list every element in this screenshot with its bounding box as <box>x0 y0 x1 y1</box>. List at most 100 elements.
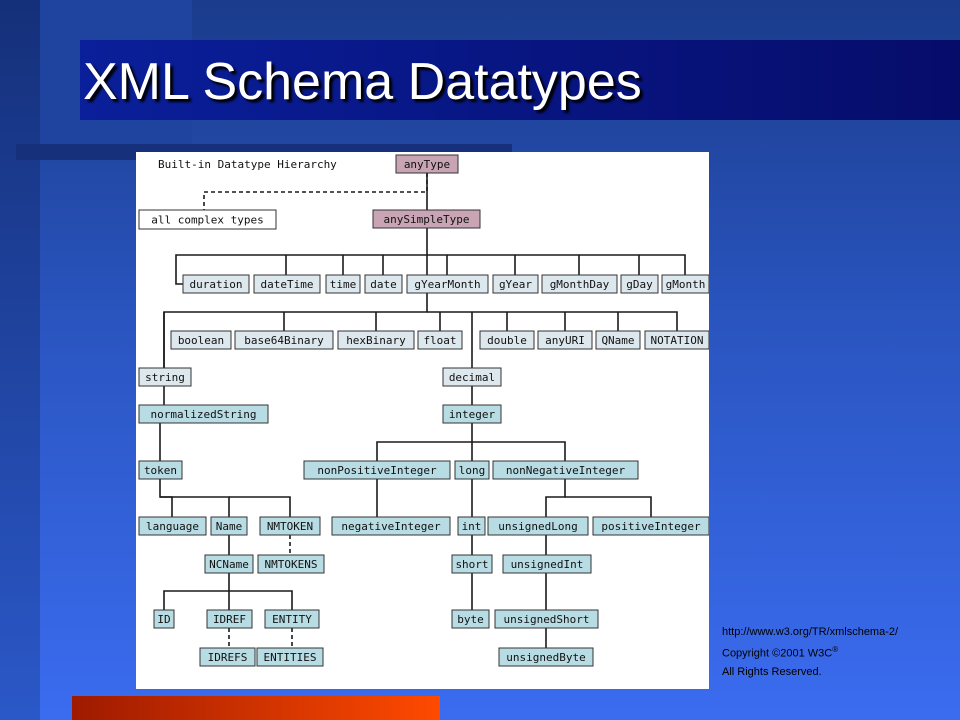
node-double: double <box>479 330 535 350</box>
node-label-anyURI: anyURI <box>545 334 585 347</box>
node-boolean: boolean <box>170 330 232 350</box>
node-label-anySimpleType: anySimpleType <box>383 213 469 226</box>
node-label-NOTATION: NOTATION <box>651 334 704 347</box>
edge-nonNegativeInteger-to-positiveInteger <box>565 496 652 517</box>
edge-token-to-NMTOKEN <box>229 496 291 517</box>
node-box-decimal <box>442 367 502 387</box>
node-label-ENTITY: ENTITY <box>272 613 312 626</box>
node-gYear: gYear <box>492 274 539 294</box>
node-box-integer <box>442 404 502 424</box>
node-token: token <box>138 460 183 480</box>
node-label-token: token <box>144 464 177 477</box>
node-label-NCName: NCName <box>209 558 249 571</box>
node-unsignedInt: unsignedInt <box>502 554 592 574</box>
node-unsignedLong: unsignedLong <box>487 516 589 536</box>
node-byte: byte <box>451 609 490 629</box>
node-box-anyType <box>395 154 459 174</box>
node-duration: duration <box>182 274 250 294</box>
node-complex: all complex types <box>138 209 277 230</box>
node-normalizedString: normalizedString <box>138 404 269 424</box>
node-time: time <box>325 274 361 294</box>
node-box-float <box>417 330 463 350</box>
edge-NCName-to-ID <box>163 573 230 610</box>
node-label-base64Binary: base64Binary <box>244 334 324 347</box>
node-ID: ID <box>153 609 175 629</box>
node-label-gMonthDay: gMonthDay <box>550 278 610 291</box>
edge-token-to-Name <box>160 496 230 517</box>
edge-anyType-to-complex <box>203 173 428 210</box>
edge-anySimpleType-to-boolean <box>163 255 428 368</box>
node-box-IDREF <box>206 609 253 629</box>
node-label-unsignedLong: unsignedLong <box>498 520 577 533</box>
node-label-date: date <box>370 278 397 291</box>
node-IDREF: IDREF <box>206 609 253 629</box>
edge-integer-to-nonNegativeInteger <box>472 441 566 461</box>
credits-block: http://www.w3.org/TR/xmlschema-2/ Copyri… <box>722 623 954 681</box>
node-box-NOTATION <box>644 330 709 350</box>
node-IDREFS: IDREFS <box>199 647 256 667</box>
node-label-unsignedShort: unsignedShort <box>503 613 589 626</box>
node-label-decimal: decimal <box>449 371 495 384</box>
node-integer: integer <box>442 404 502 424</box>
node-label-duration: duration <box>190 278 243 291</box>
node-language: language <box>138 516 207 536</box>
hierarchy-svg: anyType all complex types anySimpleType dur… <box>138 154 709 667</box>
node-box-nonNegativeInteger <box>492 460 639 480</box>
node-label-long: long <box>459 464 486 477</box>
node-anyURI: anyURI <box>537 330 593 350</box>
node-label-NMTOKEN: NMTOKEN <box>267 520 313 533</box>
node-label-gMonth: gMonth <box>666 278 706 291</box>
node-ENTITIES: ENTITIES <box>256 647 324 667</box>
nodes-layer: anyType all complex types anySimpleType dur… <box>138 154 709 667</box>
node-label-unsignedInt: unsignedInt <box>511 558 584 571</box>
node-gDay: gDay <box>620 274 659 294</box>
node-label-float: float <box>423 334 456 347</box>
node-long: long <box>454 460 490 480</box>
node-label-gYear: gYear <box>499 278 532 291</box>
node-box-NCName <box>204 554 254 574</box>
node-label-positiveInteger: positiveInteger <box>601 520 701 533</box>
node-nonPositiveInteger: nonPositiveInteger <box>303 460 451 480</box>
edge-nonNegativeInteger-to-unsignedLong <box>545 479 566 517</box>
node-box-gYear <box>492 274 539 294</box>
node-box-string <box>138 367 192 387</box>
node-box-gMonthDay <box>541 274 618 294</box>
node-label-QName: QName <box>601 334 634 347</box>
node-box-gMonth <box>661 274 709 294</box>
node-gMonthDay: gMonthDay <box>541 274 618 294</box>
node-label-double: double <box>487 334 527 347</box>
registered-mark: ® <box>832 645 839 654</box>
node-box-unsignedInt <box>502 554 592 574</box>
node-anySimpleType: anySimpleType <box>372 209 481 229</box>
node-float: float <box>417 330 463 350</box>
node-NOTATION: NOTATION <box>644 330 709 350</box>
node-QName: QName <box>595 330 641 350</box>
source-url[interactable]: http://www.w3.org/TR/xmlschema-2/ <box>722 626 899 638</box>
node-box-date <box>364 274 403 294</box>
datatype-hierarchy-diagram: anyType all complex types anySimpleType dur… <box>136 152 709 689</box>
node-box-time <box>325 274 361 294</box>
node-short: short <box>451 554 493 574</box>
node-label-int: int <box>462 520 482 533</box>
node-date: date <box>364 274 403 294</box>
node-box-NMTOKEN <box>259 516 321 536</box>
node-box-nonPositiveInteger <box>303 460 451 480</box>
node-negativeInteger: negativeInteger <box>331 516 451 536</box>
node-label-integer: integer <box>449 408 496 421</box>
left-decor-band <box>0 0 40 720</box>
node-unsignedShort: unsignedShort <box>494 609 599 629</box>
node-label-nonNegativeInteger: nonNegativeInteger <box>506 464 626 477</box>
node-label-language: language <box>146 520 199 533</box>
node-label-hexBinary: hexBinary <box>346 334 406 347</box>
node-box-dateTime <box>253 274 321 294</box>
edge-NCName-to-ENTITY <box>229 590 293 610</box>
node-anyType: anyType <box>395 154 459 174</box>
node-label-Name: Name <box>216 520 243 533</box>
node-string: string <box>138 367 192 387</box>
node-label-dateTime: dateTime <box>261 278 314 291</box>
diagram-heading: Built-in Datatype Hierarchy <box>158 158 337 171</box>
node-box-int <box>457 516 486 536</box>
node-box-short <box>451 554 493 574</box>
node-NMTOKENS: NMTOKENS <box>257 554 325 574</box>
node-label-short: short <box>455 558 488 571</box>
